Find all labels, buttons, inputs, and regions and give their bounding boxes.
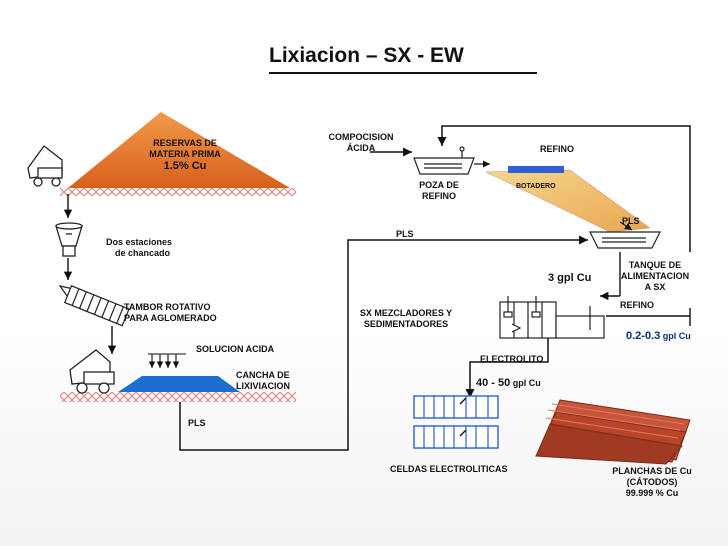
refino-return-line <box>437 125 691 252</box>
label-pls-mid: PLS <box>396 229 414 239</box>
label-refino-top: REFINO <box>540 144 575 154</box>
label-pls-bottom: PLS <box>188 418 206 428</box>
electrolito-flow-line <box>465 338 549 398</box>
electrolytic-cell-icon <box>413 395 499 449</box>
label-botadero: BOTADERO <box>516 183 556 190</box>
title-underline <box>269 72 537 74</box>
ore-reserve-pile <box>60 112 296 196</box>
botadero-heap <box>485 166 651 233</box>
page-title: Lixiacion – SX - EW <box>269 44 464 67</box>
acid-sprinkler-lines <box>148 353 186 368</box>
label-planchas: PLANCHAS DE Cu(CÁTODOS)99.999 % Cu <box>612 466 692 498</box>
leach-pad <box>60 376 296 402</box>
label-refino-mid: REFINO <box>620 300 655 310</box>
pls-flow-line <box>179 235 588 451</box>
crusher-icon <box>55 222 83 257</box>
label-celdas: CELDAS ELECTROLITICAS <box>390 464 508 474</box>
mixer-settler-icon <box>499 296 605 339</box>
label-solucion-acida: SOLUCION ACIDA <box>196 344 275 354</box>
label-electrolito: ELECTROLITO <box>480 354 544 364</box>
pond-icon <box>413 146 490 175</box>
dump-truck-icon <box>27 145 63 187</box>
label-4050gpl: 40 - 50 gpl Cu <box>476 377 541 389</box>
rotary-drum-icon <box>58 285 130 327</box>
cathode-stack-icon <box>535 399 691 465</box>
label-0203gpl: 0.2-0.3 gpl Cu <box>626 330 691 342</box>
label-3gpl: 3 gpl Cu <box>548 272 592 284</box>
label-pls-right: PLS <box>622 216 640 226</box>
dump-truck-icon <box>69 349 115 394</box>
tank-icon <box>589 221 661 249</box>
